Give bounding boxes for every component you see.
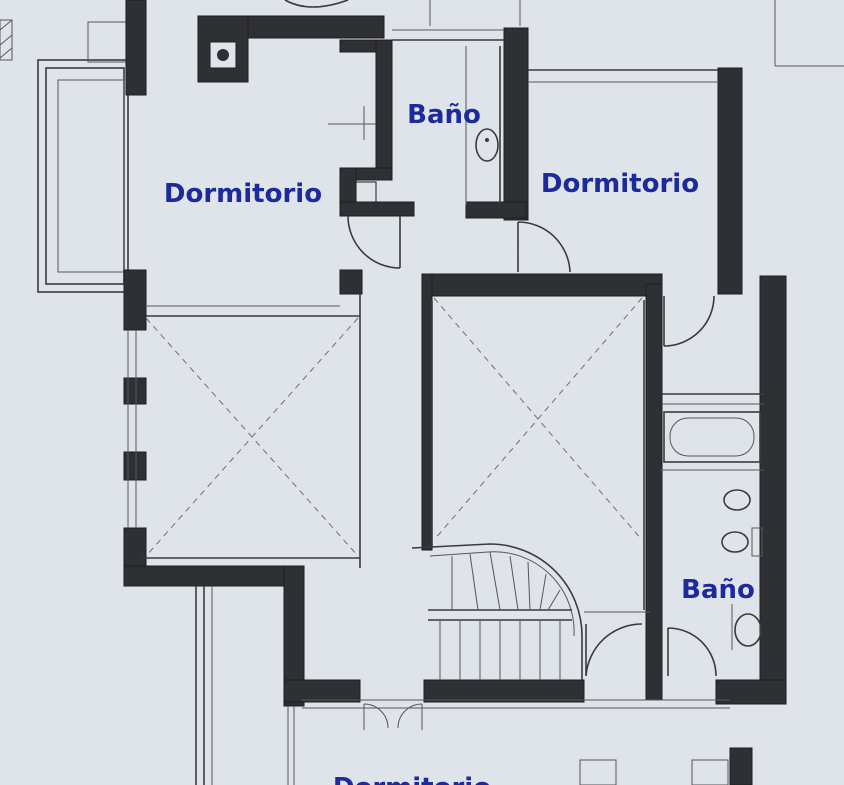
- partitions: [127, 29, 764, 785]
- room-label-bano-top: Baño: [407, 100, 481, 130]
- door-swings: [347, 215, 717, 730]
- room-labels: Dormitorio Baño Dormitorio Baño Dormitor…: [164, 100, 755, 785]
- room-label-dormitorio-bottom: Dormitorio: [333, 773, 491, 785]
- bidet-icon: [723, 489, 751, 511]
- fixtures: [475, 128, 763, 650]
- bathtub-icon: [663, 411, 761, 463]
- top-edge-details: [0, 0, 844, 67]
- room-label-bano-right: Baño: [681, 575, 755, 605]
- room-label-dormitorio-left: Dormitorio: [164, 179, 322, 209]
- room-label-dormitorio-right: Dormitorio: [541, 169, 699, 199]
- walls: [123, 0, 787, 785]
- void-left: [145, 317, 359, 557]
- void-right: [431, 297, 645, 610]
- staircase: [411, 543, 583, 680]
- toilet-icon: [721, 531, 749, 553]
- sink-icon: [734, 613, 762, 647]
- sink-icon: [475, 128, 499, 162]
